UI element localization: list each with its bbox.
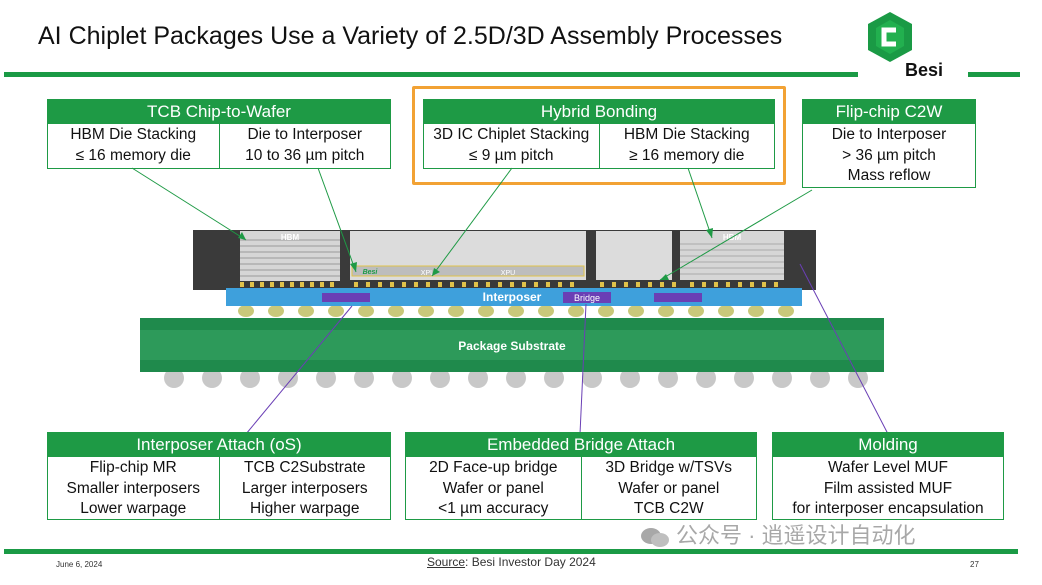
source-label: Source — [427, 555, 466, 569]
callout-line: Larger interposers — [241, 479, 368, 497]
xpu-label-right: XPU — [501, 270, 515, 277]
micro-bumps — [240, 282, 778, 287]
substrate-label: Package Substrate — [458, 339, 566, 353]
bridge-die — [563, 292, 611, 303]
callout-line: Lower warpage — [80, 500, 187, 517]
source-text: : Besi Investor Day 2024 — [465, 555, 596, 569]
callout-tcb-chip-to-wafer: TCB Chip-to-Wafer HBM Die Stacking ≤ 16 … — [47, 99, 391, 169]
callout-header: Embedded Bridge Attach — [406, 433, 756, 457]
callout-line: 2D Face-up bridge — [429, 459, 558, 476]
hybrid-bonding-highlight — [412, 86, 786, 185]
besi-logo-icon — [868, 12, 912, 62]
c4-bumps — [238, 305, 794, 317]
callout-flip-chip-c2w: Flip-chip C2W Die to Interposer > 36 µm … — [802, 99, 976, 188]
callout-header: Molding — [773, 433, 1003, 457]
callout-molding: Molding Wafer Level MUF Film assisted MU… — [772, 432, 1004, 520]
callout-column: 3D Bridge w/TSVs Wafer or panel TCB C2W — [580, 457, 757, 519]
callout-line: Flip-chip MR — [89, 459, 177, 476]
callout-line: 3D Bridge w/TSVs — [605, 459, 733, 476]
callout-header: TCB Chip-to-Wafer — [48, 100, 390, 124]
callout-line: Wafer or panel — [442, 479, 544, 497]
callout-column: HBM Die Stacking ≤ 16 memory die — [48, 124, 219, 168]
callout-column: Die to Interposer > 36 µm pitch Mass ref… — [803, 124, 975, 187]
callout-column: Flip-chip MR Smaller interposers Lower w… — [48, 457, 219, 519]
leader-lines — [131, 167, 889, 435]
callout-interposer-attach: Interposer Attach (oS) Flip-chip MR Smal… — [47, 432, 391, 520]
callout-line: ≤ 9 µm pitch — [468, 146, 554, 164]
callout-line: > 36 µm pitch — [842, 146, 936, 164]
wechat-icon — [641, 528, 669, 548]
watermark: 公众号 · 逍遥设计自动化 — [640, 518, 916, 550]
footer-source: Source: Besi Investor Day 2024 — [427, 555, 596, 569]
footer-rule — [4, 549, 1018, 554]
callout-embedded-bridge-attach: Embedded Bridge Attach 2D Face-up bridge… — [405, 432, 757, 520]
bridge-die-left — [322, 293, 370, 302]
title-rule-right — [968, 72, 1020, 77]
callout-hybrid-bonding: Hybrid Bonding 3D IC Chiplet Stacking ≤ … — [423, 99, 775, 169]
callout-line: 10 to 36 µm pitch — [245, 146, 365, 164]
callout-header: Flip-chip C2W — [803, 100, 975, 124]
callout-header: Hybrid Bonding — [424, 100, 774, 124]
callout-line: ≤ 16 memory die — [75, 146, 191, 164]
side-die — [596, 231, 672, 280]
callout-column: HBM Die Stacking ≥ 16 memory die — [598, 124, 775, 168]
callout-line: Die to Interposer — [247, 126, 363, 143]
hbm-label-left: HBM — [281, 233, 300, 242]
hbm-stack-left — [240, 231, 340, 281]
callout-line: ≥ 16 memory die — [629, 146, 745, 164]
callout-line: Wafer Level MUF — [827, 459, 948, 476]
callout-line: Die to Interposer — [831, 126, 947, 143]
interposer-label: Interposer — [483, 290, 542, 304]
callout-line: TCB C2Substrate — [244, 459, 366, 476]
page-number: 27 — [970, 560, 979, 569]
callout-column: Wafer Level MUF Film assisted MUF for in… — [773, 457, 1003, 519]
title-rule — [4, 72, 858, 77]
callout-column: 2D Face-up bridge Wafer or panel <1 µm a… — [406, 457, 581, 519]
callout-line: HBM Die Stacking — [70, 126, 197, 143]
callout-line: <1 µm accuracy — [438, 500, 549, 517]
footer-date: June 6, 2024 — [56, 560, 103, 569]
callout-column: TCB C2Substrate Larger interposers Highe… — [218, 457, 391, 519]
callout-line: for interposer encapsulation — [792, 500, 984, 517]
bridge-die-right — [654, 293, 702, 302]
callout-line: Smaller interposers — [66, 479, 201, 497]
bridge-label: Bridge — [574, 293, 600, 303]
callout-column: Die to Interposer 10 to 36 µm pitch — [218, 124, 391, 168]
hbm-stack-right — [680, 231, 784, 280]
callout-line: HBM Die Stacking — [623, 126, 750, 143]
bga-balls — [164, 368, 868, 388]
callout-line: Mass reflow — [847, 167, 931, 184]
watermark-text: 公众号 · 逍遥设计自动化 — [676, 523, 916, 548]
callout-line: Film assisted MUF — [823, 479, 953, 497]
callout-column: 3D IC Chiplet Stacking ≤ 9 µm pitch — [424, 124, 599, 168]
callout-line: Higher warpage — [250, 500, 360, 517]
callout-header: Interposer Attach (oS) — [48, 433, 390, 457]
callout-line: 3D IC Chiplet Stacking — [433, 126, 590, 143]
callout-line: TCB C2W — [633, 500, 704, 517]
page-title: AI Chiplet Packages Use a Variety of 2.5… — [38, 22, 783, 50]
callout-line: Wafer or panel — [618, 479, 720, 497]
besi-small-label: Besi — [363, 269, 379, 276]
xpu-label-left: XPU — [421, 270, 435, 277]
besi-logo-text: Besi — [905, 60, 944, 80]
